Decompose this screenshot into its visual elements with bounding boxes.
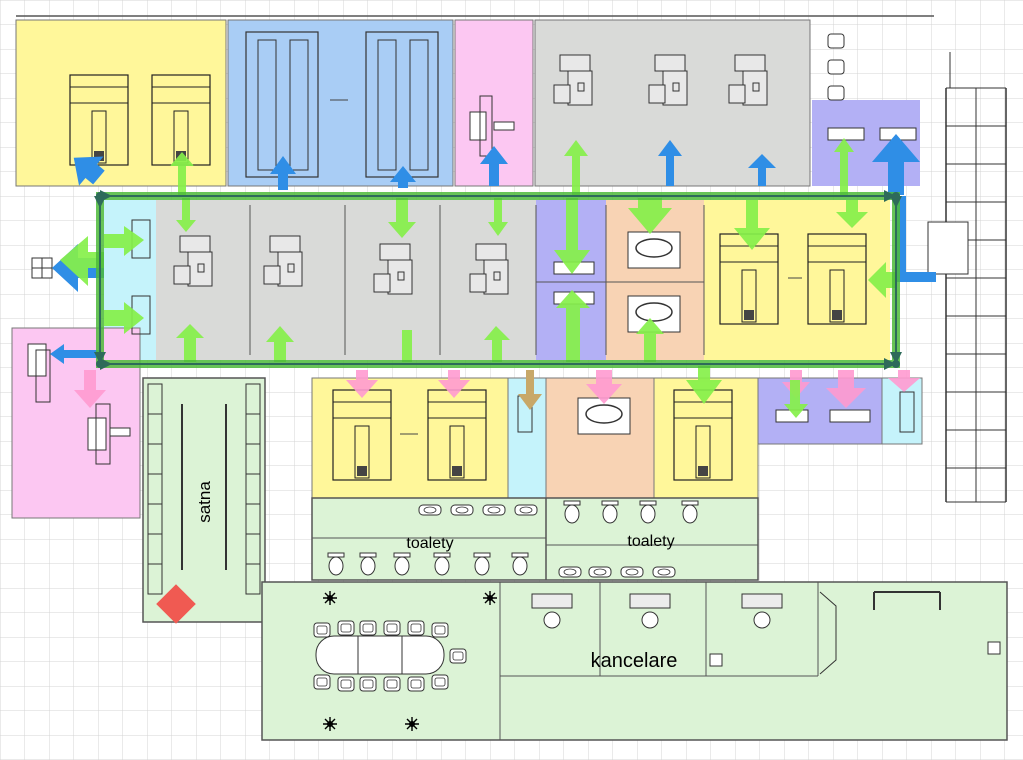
chair-icon [431,674,449,690]
toilet-icon [393,552,411,576]
plant-icon [482,590,498,606]
olive-flow-arrow [518,370,542,410]
zone-blue-top [227,19,454,187]
main-circulation-route [94,190,902,370]
chair-icon [313,622,331,638]
computer-icon [709,653,723,667]
sink-icon [514,504,538,516]
chair-icon [449,648,467,664]
sink-icon [652,566,676,578]
toilet-icon [327,552,345,576]
machine-icon [627,231,681,269]
amenity-zones [142,377,1008,741]
sink-icon [620,566,644,578]
locker-room-label: satna [195,481,214,523]
green-flow-arrows [60,138,896,418]
toilet-icon [601,500,619,524]
zone-locker-room [142,377,266,623]
toilet-icon [511,552,529,576]
chair-icon [359,676,377,692]
chair-icon [313,674,331,690]
toilet-icon [681,500,699,524]
toilets-label-left: toalety [406,535,453,552]
computer-icon [987,641,1001,655]
toilet-icon [473,552,491,576]
sink-icon [482,504,506,516]
sink-icon [418,504,442,516]
toilet-icon [433,552,451,576]
locker-room-contents [147,383,261,624]
chair-icon [383,620,401,636]
toilet-icon [563,500,581,524]
top-row-zones [15,15,934,187]
shelving-rack-icon [927,52,1007,503]
chair-icon [337,620,355,636]
plant-icon [322,590,338,606]
sink-icon [450,504,474,516]
toilets-label-right: toalety [627,533,674,550]
chair-icon [383,676,401,692]
chair-icon [359,620,377,636]
sink-icon [558,566,582,578]
fire-extinguisher-icon [156,584,196,624]
offices-label: kancelare [591,650,678,672]
plant-icon [404,716,420,732]
plant-icon [322,716,338,732]
toilet-icon [639,500,657,524]
chair-icon [337,676,355,692]
chair-icon [407,620,425,636]
toilet-icon [359,552,377,576]
zone-yellow-mid-right [704,200,890,360]
offices-contents [313,590,1001,732]
chair-icon [431,622,449,638]
chair-icon [407,676,425,692]
sink-icon [588,566,612,578]
